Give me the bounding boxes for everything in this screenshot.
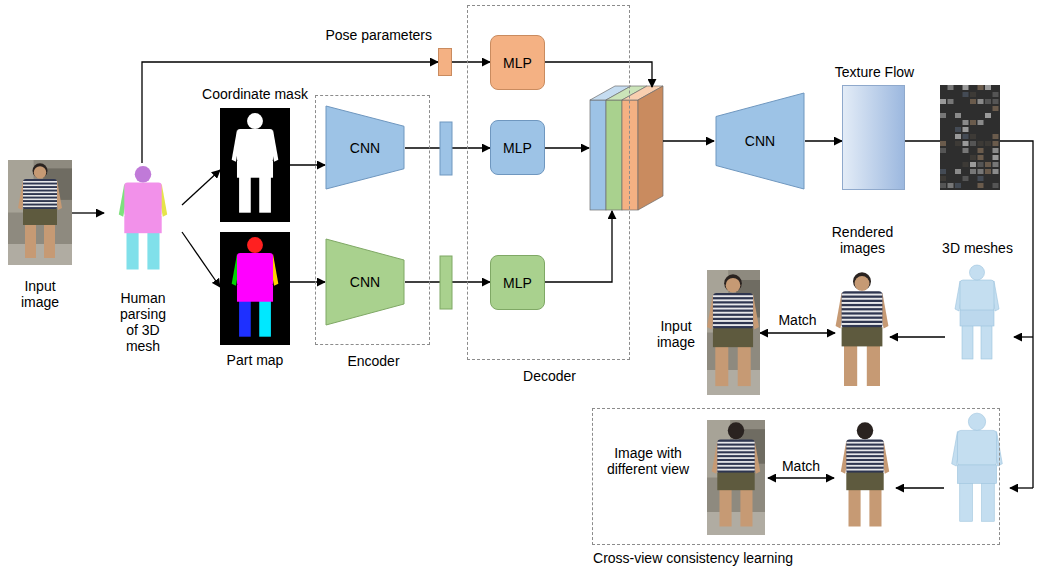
flow-arrow [805, 140, 842, 141]
image-node: Human parsing of 3D mesh [104, 163, 182, 278]
mesh-figure [952, 413, 1003, 521]
person-figure [707, 274, 759, 386]
input-photo [8, 160, 72, 265]
flow-arrow [72, 212, 104, 213]
image-node: Input image [8, 160, 72, 265]
rendered-figure [836, 272, 889, 386]
node-text: Part map [210, 352, 300, 368]
partmap-figure [232, 237, 279, 337]
image-node: Part map [220, 232, 290, 345]
flow-line [545, 211, 612, 282]
match-label: Match [780, 458, 822, 474]
rendered-figure [841, 422, 889, 526]
person-figure [18, 163, 62, 258]
flow-line [545, 62, 652, 87]
node-text: Texture Flow [829, 64, 920, 80]
view-photo [707, 420, 765, 535]
flow-arrow [182, 170, 220, 205]
group-box: Cross-view consistency learningImage wit… [592, 408, 1000, 545]
texture-image [940, 85, 1000, 190]
node-text: MLP [503, 55, 532, 71]
mask-ground [220, 108, 290, 222]
cnn-block: CNN [715, 92, 805, 190]
cnn-block: CNN [325, 105, 405, 190]
node-text: Rendered images [817, 224, 908, 256]
group-box: DecoderMLPMLPMLP [467, 5, 630, 360]
flow-line [905, 140, 940, 141]
node-text: Coordinate mask [200, 86, 310, 102]
texture-flow-box: Texture Flow [842, 85, 905, 190]
node-text: CNN [745, 133, 775, 149]
image-node: Image with different view [707, 420, 765, 535]
image-node: Coordinate mask [220, 108, 290, 222]
pose-vector: Pose parameters [438, 48, 452, 76]
image-node: Input image [707, 270, 760, 395]
mask-silhouette [232, 113, 279, 213]
node-text: Human parsing of 3D mesh [113, 290, 173, 354]
flow-arrow [290, 164, 325, 165]
trapezoid-shape [326, 239, 404, 325]
input-photo [707, 270, 760, 395]
edge-label: Match [776, 312, 818, 328]
feature-cube [590, 86, 663, 210]
flow-line [1014, 336, 1033, 337]
person-figure [712, 422, 760, 526]
partmap-ground [220, 232, 290, 345]
node-text: Image with different view [598, 445, 698, 477]
node-text: Encoder [316, 353, 431, 369]
mlp-block: MLP [490, 255, 545, 310]
flow-line [545, 147, 589, 148]
node-text: MLP [503, 140, 532, 156]
flow-line [663, 140, 714, 141]
node-text: Input image [650, 318, 702, 350]
node-text: Pose parameters [302, 27, 432, 43]
flow-arrow [890, 336, 945, 337]
trapezoid-shape [716, 93, 804, 189]
flow-line [1000, 141, 1033, 488]
flow-arrow [760, 332, 835, 333]
feature-bar [440, 256, 452, 309]
node-text: MLP [503, 275, 532, 291]
flow-arrow [452, 61, 490, 62]
node-text: Cross-view consistency learning [593, 550, 793, 566]
image-node: 3D meshes [945, 262, 1010, 365]
parsing-figure [119, 166, 167, 269]
flow-line [1010, 487, 1033, 488]
flow-arrow [290, 281, 325, 282]
mesh-figure [955, 265, 999, 359]
group-box: EncoderCNNCNN [315, 95, 430, 345]
feature-bar [440, 122, 452, 175]
node-text: Input image [4, 278, 76, 310]
image-node: Rendered images [835, 270, 890, 395]
trapezoid-shape [326, 106, 404, 189]
node-text: CNN [350, 140, 380, 156]
node-text: CNN [350, 274, 380, 290]
flow-line [768, 477, 834, 478]
cnn-block: CNN [325, 238, 405, 326]
mlp-block: MLP [490, 35, 545, 90]
node-text: Decoder [468, 368, 631, 384]
mlp-block: MLP [490, 120, 545, 175]
node-text: 3D meshes [933, 240, 1022, 256]
flow-line [896, 487, 944, 488]
flow-arrow [182, 232, 220, 287]
